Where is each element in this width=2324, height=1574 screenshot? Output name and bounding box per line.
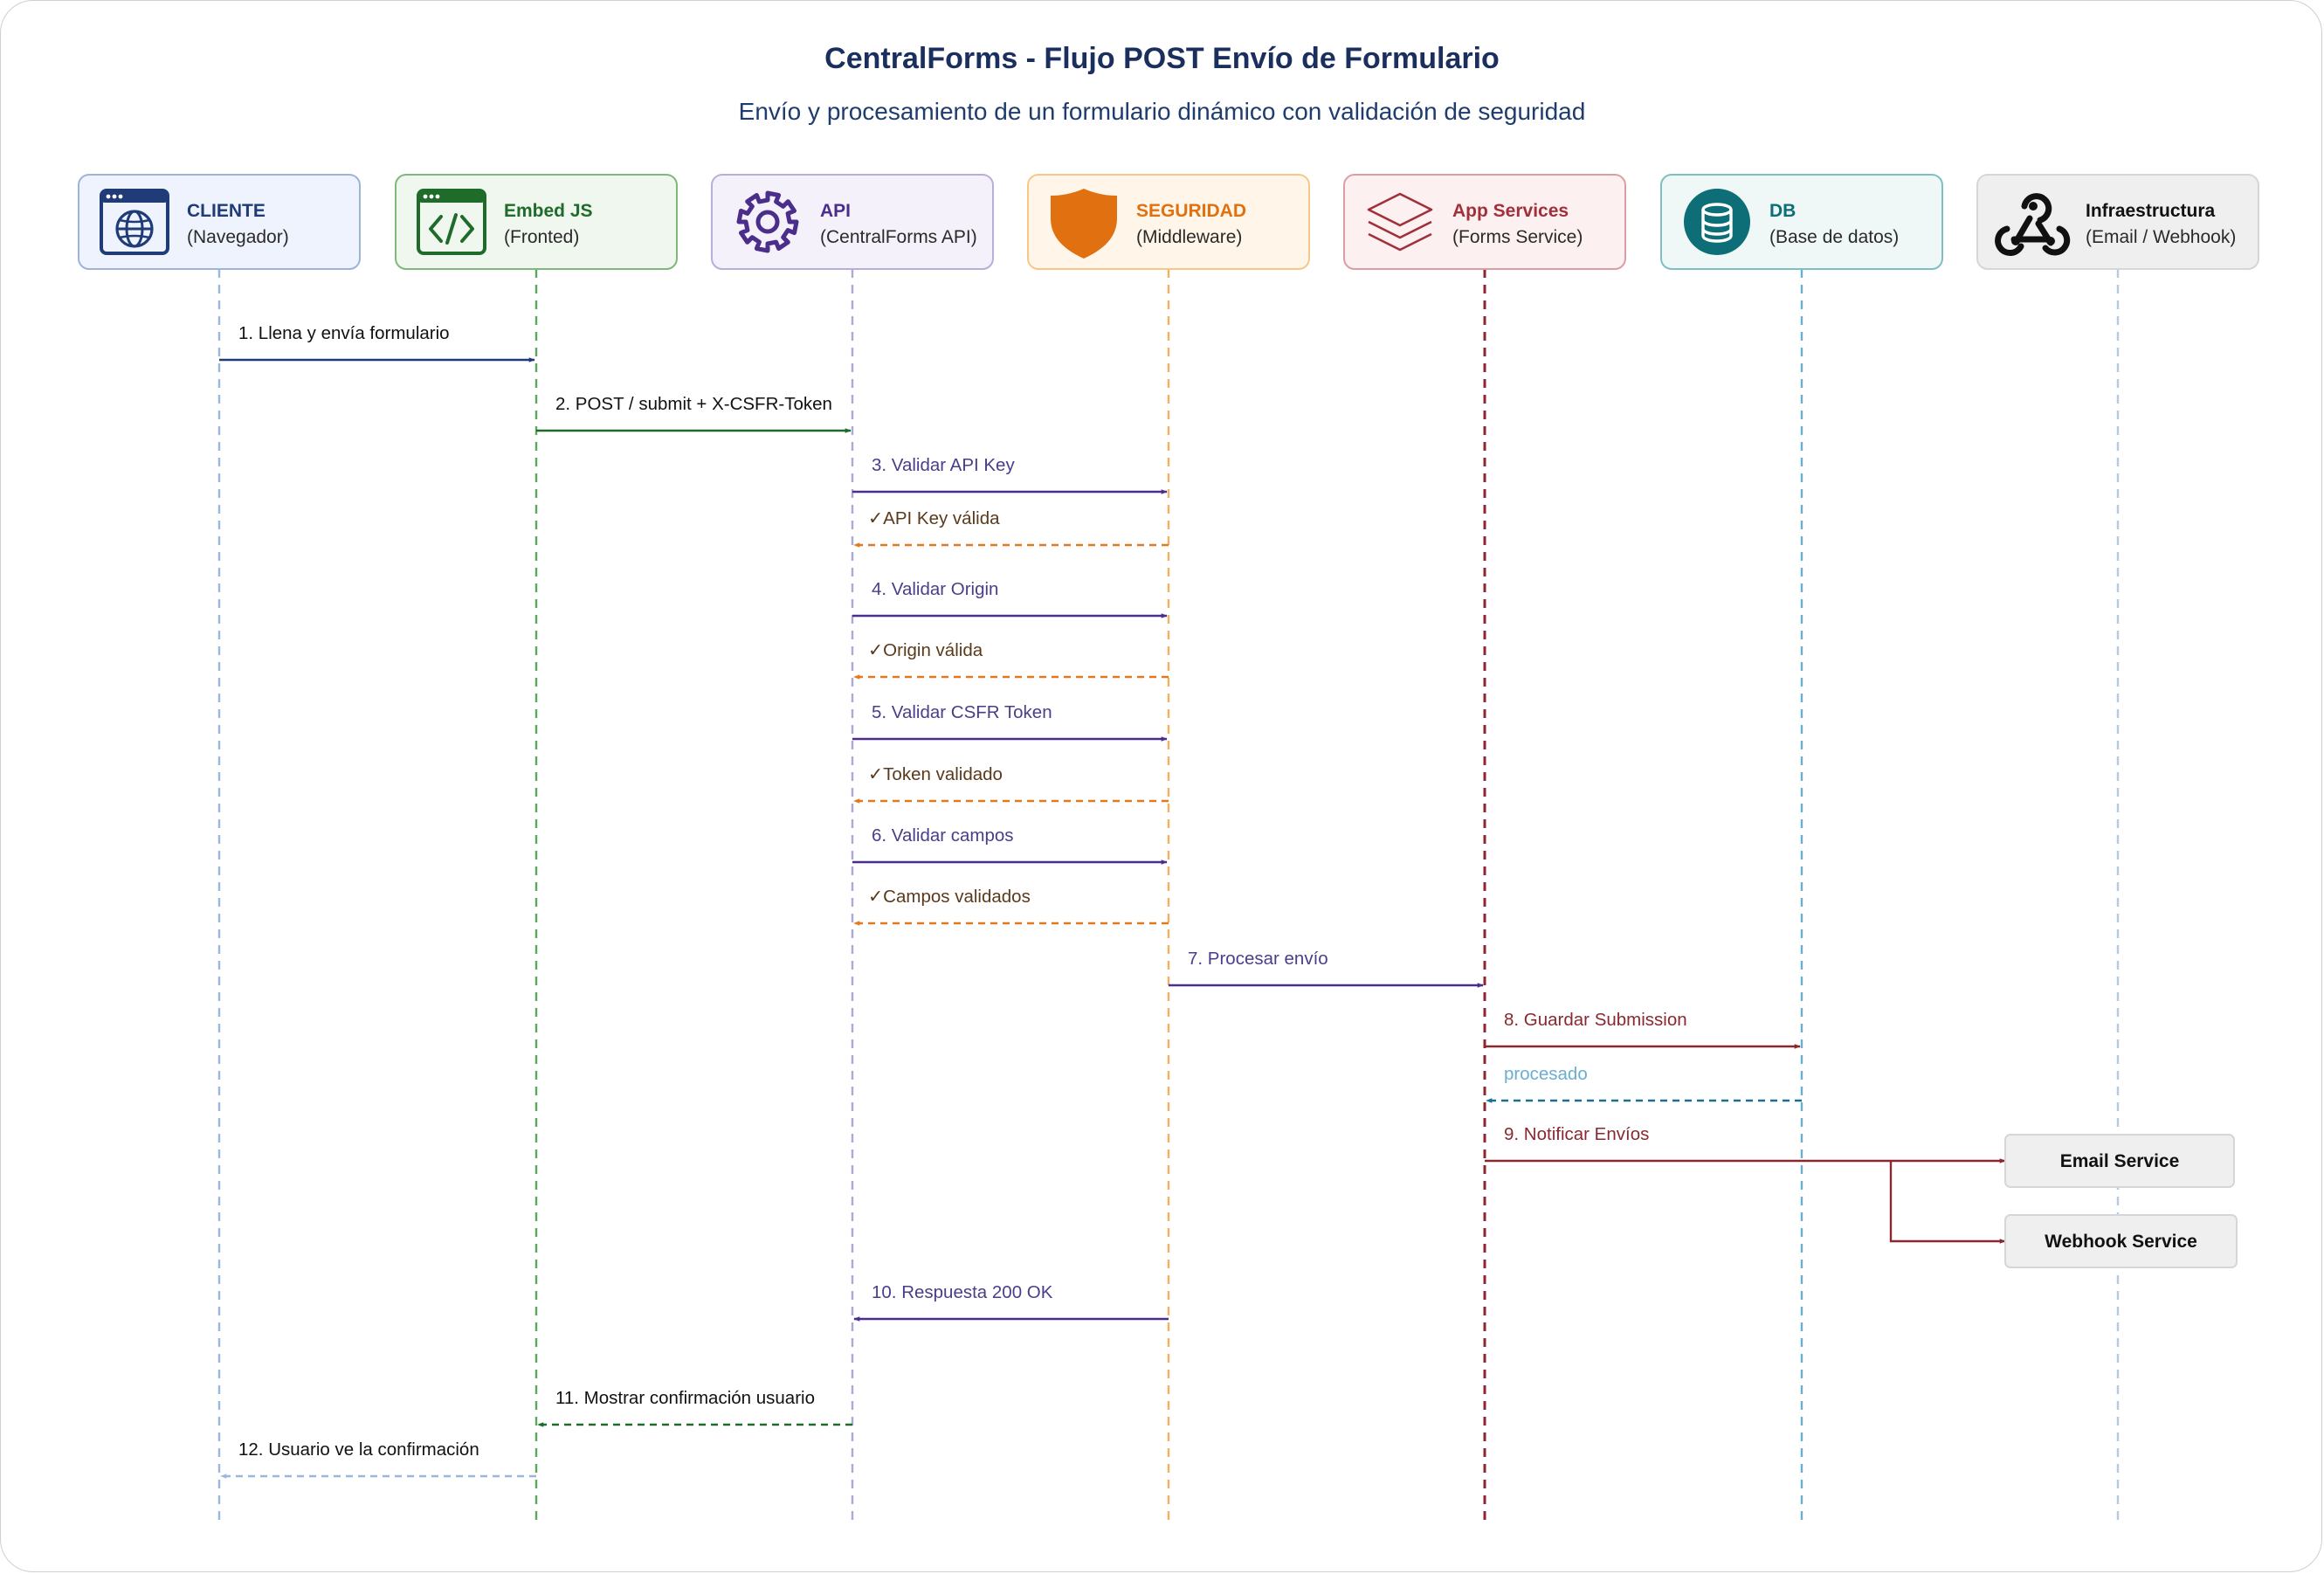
service-box-email: Email Service — [2004, 1134, 2235, 1188]
shield-icon — [1051, 189, 1117, 259]
service-box-label: Webhook Service — [2045, 1232, 2197, 1252]
message-label: 7. Procesar envío — [1188, 949, 1328, 969]
participant-name: SEGURIDAD — [1136, 201, 1246, 221]
participant-name: Embed JS — [504, 201, 593, 221]
message-label: 6. Validar campos — [872, 825, 1014, 846]
diagram-subtitle: Envío y procesamiento de un formulario d… — [738, 98, 1586, 125]
participant-subtitle: (CentralForms API) — [820, 227, 977, 247]
participant-subtitle: (Base de datos) — [1769, 227, 1899, 247]
message-label: 3. Validar API Key — [872, 455, 1015, 475]
participant-subtitle: (Fronted) — [504, 227, 579, 247]
service-box-label: Email Service — [2060, 1151, 2180, 1171]
message-15: 10. Respuesta 200 OK — [853, 1282, 1169, 1322]
participant-name: API — [820, 201, 851, 221]
message-7: 5. Validar CSFR Token — [852, 702, 1168, 742]
participant-subtitle: (Middleware) — [1136, 227, 1242, 247]
message-9: 6. Validar campos — [852, 825, 1168, 865]
gear-icon — [736, 190, 799, 253]
participant-seguridad: SEGURIDAD (Middleware) — [1027, 174, 1310, 270]
message-label: 9. Notificar Envíos — [1504, 1124, 1649, 1144]
participant-api: API (CentralForms API) — [711, 174, 994, 270]
message-12: 8. Guardar Submission — [1485, 1010, 1801, 1049]
layers-icon — [1367, 192, 1433, 252]
message-label: ✓Token validado — [868, 764, 1003, 784]
browser-globe-icon — [100, 189, 169, 255]
message-6: ✓Origin válida — [853, 640, 1169, 680]
message-label: 10. Respuesta 200 OK — [872, 1282, 1053, 1302]
message-11: 7. Procesar envío — [1169, 949, 1484, 988]
webhook-icon — [1995, 193, 2071, 257]
message-2: 2. POST / submit + X-CSFR-Token — [536, 394, 852, 433]
participant-appsvc: App Services (Forms Service) — [1343, 174, 1626, 270]
message-label: procesado — [1504, 1064, 1588, 1084]
message-5: 4. Validar Origin — [852, 579, 1168, 618]
message-13: procesado — [1486, 1064, 1802, 1103]
participant-subtitle: (Email / Webhook) — [2086, 227, 2236, 247]
participant-cliente: CLIENTE (Navegador) — [78, 174, 361, 270]
message-label: ✓Origin válida — [868, 640, 983, 660]
participant-infra: Infraestructura (Email / Webhook) — [1976, 174, 2259, 270]
participant-embed: Embed JS (Fronted) — [395, 174, 678, 270]
message-label: ✓Campos validados — [868, 887, 1031, 907]
message-label: 4. Validar Origin — [872, 579, 998, 599]
message-1: 1. Llena y envía formulario — [219, 323, 535, 362]
message-label: 11. Mostrar confirmación usuario — [555, 1388, 815, 1408]
message-3: 3. Validar API Key — [852, 455, 1168, 494]
participant-subtitle: (Navegador) — [187, 227, 289, 247]
participant-name: CLIENTE — [187, 201, 266, 221]
message-16: 11. Mostrar confirmación usuario — [537, 1388, 852, 1427]
message-17: 12. Usuario ve la confirmación — [220, 1439, 536, 1479]
message-label: 1. Llena y envía formulario — [238, 323, 450, 343]
message-label: 12. Usuario ve la confirmación — [238, 1439, 479, 1460]
participant-name: Infraestructura — [2086, 201, 2216, 221]
message-8: ✓Token validado — [853, 764, 1169, 804]
code-window-icon — [417, 189, 486, 255]
message-10: ✓Campos validados — [853, 887, 1169, 926]
participant-name: DB — [1769, 201, 1796, 221]
message-label: 5. Validar CSFR Token — [872, 702, 1052, 722]
message-label: 8. Guardar Submission — [1504, 1010, 1687, 1030]
database-icon — [1684, 189, 1750, 255]
diagram-title: CentralForms - Flujo POST Envío de Formu… — [824, 42, 1500, 75]
message-4: ✓API Key válida — [853, 508, 1169, 548]
message-14: 9. Notificar Envíos — [1485, 1124, 2006, 1244]
participant-name: App Services — [1452, 201, 1569, 221]
message-label: ✓API Key válida — [868, 508, 1000, 528]
service-box-webhook: Webhook Service — [2004, 1214, 2238, 1268]
participant-db: DB (Base de datos) — [1660, 174, 1943, 270]
message-label: 2. POST / submit + X-CSFR-Token — [555, 394, 832, 414]
message-arrow-branch — [1889, 1161, 2006, 1244]
participant-subtitle: (Forms Service) — [1452, 227, 1583, 247]
